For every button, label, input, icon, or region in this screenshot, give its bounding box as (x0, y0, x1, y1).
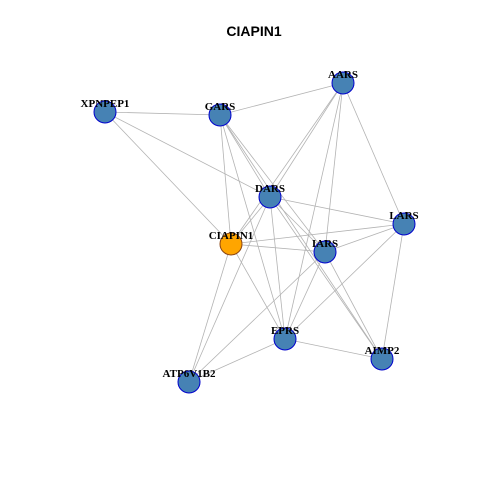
node-circle-gars[interactable] (208, 103, 232, 127)
edge-dars-lars (269, 196, 405, 225)
node-gars[interactable]: GARS (205, 101, 236, 127)
node-xpnpep1[interactable]: XPNPEP1 (81, 98, 130, 124)
node-circle-ciapin1[interactable] (219, 232, 243, 256)
node-circle-lars[interactable] (392, 212, 416, 236)
edge-dars-aimp2 (269, 196, 383, 360)
edge-gars-aars (219, 82, 344, 116)
edge-aars-ciapin1 (230, 82, 344, 245)
edge-ciapin1-eprs (230, 243, 286, 340)
edge-layer (104, 82, 405, 383)
edge-aars-lars (342, 82, 405, 225)
edge-lars-aimp2 (381, 223, 405, 360)
edge-iars-atp6v1b2 (188, 251, 326, 383)
node-label-iars: IARS (312, 238, 338, 250)
node-label-aars: AARS (328, 69, 358, 81)
edge-gars-aimp2 (219, 114, 383, 360)
edge-xpnpep1-ciapin1 (104, 111, 232, 245)
edge-gars-ciapin1 (219, 114, 232, 245)
edge-xpnpep1-dars (104, 111, 271, 198)
node-label-aimp2: AIMP2 (365, 345, 400, 357)
node-eprs[interactable]: EPRS (271, 325, 299, 351)
node-label-ciapin1: CIAPIN1 (209, 230, 254, 242)
node-label-atp6v1b2: ATP6V1B2 (163, 368, 216, 380)
node-label-xpnpep1: XPNPEP1 (81, 98, 130, 110)
node-label-lars: LARS (389, 210, 418, 222)
node-aars[interactable]: AARS (328, 69, 358, 95)
edge-iars-eprs (284, 251, 326, 340)
edge-gars-iars (219, 114, 326, 253)
edge-ciapin1-lars (230, 223, 405, 245)
edge-eprs-aimp2 (284, 338, 383, 360)
edge-aars-eprs (284, 82, 344, 340)
edge-dars-atp6v1b2 (188, 196, 271, 383)
node-dars[interactable]: DARS (255, 183, 285, 209)
edge-lars-eprs (284, 223, 405, 340)
node-circle-aimp2[interactable] (370, 347, 394, 371)
graph-title: CIAPIN1 (226, 23, 281, 39)
node-circle-eprs[interactable] (273, 327, 297, 351)
node-circle-atp6v1b2[interactable] (177, 370, 201, 394)
node-circle-iars[interactable] (313, 240, 337, 264)
edge-aars-iars (324, 82, 344, 253)
node-circle-aars[interactable] (331, 71, 355, 95)
edge-dars-eprs (269, 196, 286, 340)
edge-iars-aimp2 (324, 251, 383, 360)
node-label-eprs: EPRS (271, 325, 299, 337)
node-lars[interactable]: LARS (389, 210, 419, 236)
edge-gars-eprs (219, 114, 286, 340)
node-layer: CIAPIN1 XPNPEP1 GARS AARS DARS LARS IARS EPRS AI… (81, 69, 419, 394)
edge-gars-dars (219, 114, 271, 198)
node-atp6v1b2[interactable]: ATP6V1B2 (163, 368, 216, 394)
edge-ciapin1-atp6v1b2 (188, 243, 232, 383)
node-label-dars: DARS (255, 183, 285, 195)
node-ciapin1[interactable]: CIAPIN1 (209, 230, 254, 256)
edge-eprs-atp6v1b2 (188, 338, 286, 383)
node-aimp2[interactable]: AIMP2 (365, 345, 400, 371)
node-label-gars: GARS (205, 101, 236, 113)
edge-xpnpep1-gars (104, 111, 221, 116)
node-circle-xpnpep1[interactable] (93, 100, 117, 124)
node-iars[interactable]: IARS (312, 238, 338, 264)
edge-ciapin1-iars (230, 243, 326, 253)
edge-aars-dars (269, 82, 344, 198)
edge-iars-lars (324, 223, 405, 253)
node-circle-dars[interactable] (258, 185, 282, 209)
edge-dars-iars (269, 196, 326, 253)
